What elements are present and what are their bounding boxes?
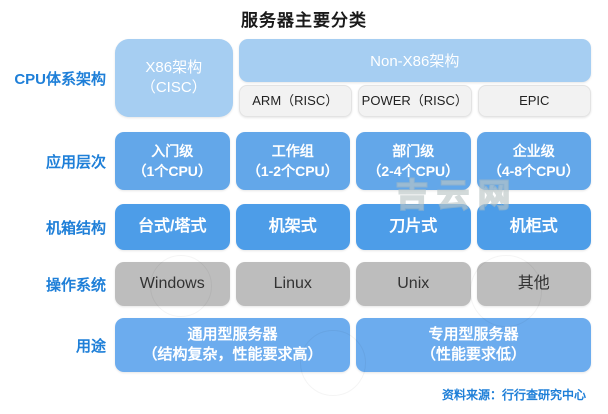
cell-x86-cisc: X86架构 （CISC）: [115, 39, 233, 117]
row-usage-cells: 通用型服务器 （结构复杂，性能要求高） 专用型服务器 （性能要求低）: [115, 318, 591, 372]
row-cpu-cells: X86架构 （CISC） Non-X86架构 ARM（RISC） POWER（R…: [115, 39, 591, 117]
cell-non-x86: Non-X86架构: [238, 39, 591, 82]
non-x86-group: Non-X86架构 ARM（RISC） POWER（RISC） EPIC: [238, 39, 591, 117]
cell-entry-level-line1: 入门级: [151, 143, 194, 159]
cell-epic: EPIC: [477, 85, 591, 117]
cell-enterprise-level-line2: （4-8个CPU）: [487, 163, 580, 179]
cell-x86-line1: X86架构: [145, 59, 203, 76]
row-chassis-cells: 台式/塔式 机架式 刀片式 机柜式: [115, 204, 591, 250]
cell-general-purpose-server: 通用型服务器 （结构复杂，性能要求高）: [115, 318, 350, 372]
cell-enterprise-level: 企业级 （4-8个CPU）: [476, 132, 591, 190]
cell-workgroup-line1: 工作组: [271, 143, 314, 159]
row-label-operating-system: 操作系统: [45, 276, 106, 294]
cell-general-purpose-line1: 通用型服务器: [187, 326, 278, 343]
cell-linux: Linux: [235, 262, 350, 306]
row-chassis-structure: 机箱结构 台式/塔式 机架式 刀片式 机柜式: [8, 204, 591, 250]
cell-dedicated-server: 专用型服务器 （性能要求低）: [356, 318, 591, 372]
cell-windows: Windows: [115, 262, 230, 306]
diagram-title: 服务器主要分类: [241, 11, 367, 30]
cell-entry-level-line2: （1个CPU）: [132, 163, 212, 179]
cell-department-level: 部门级 （2-4个CPU）: [356, 132, 471, 190]
row-application-cells: 入门级 （1个CPU） 工作组 （1-2个CPU） 部门级 （2-4个CPU） …: [115, 132, 591, 190]
cell-dedicated-line2: （性能要求低）: [420, 346, 526, 363]
cell-department-level-line2: （2-4个CPU）: [367, 163, 460, 179]
row-label-usage: 用途: [75, 337, 106, 355]
row-label-cpu-architecture: CPU体系架构: [14, 70, 106, 88]
cell-entry-level: 入门级 （1个CPU）: [115, 132, 230, 190]
cell-department-level-line1: 部门级: [392, 143, 435, 159]
non-x86-sub-cells: ARM（RISC） POWER（RISC） EPIC: [238, 85, 591, 117]
row-application-level: 应用层次 入门级 （1个CPU） 工作组 （1-2个CPU） 部门级 （2-4个…: [8, 132, 591, 190]
cell-general-purpose-line2: （结构复杂，性能要求高）: [142, 346, 323, 363]
cell-power-risc: POWER（RISC）: [358, 85, 472, 117]
cell-enterprise-level-line1: 企业级: [512, 143, 555, 159]
row-label-chassis-structure: 机箱结构: [45, 219, 106, 237]
cell-workgroup-line2: （1-2个CPU）: [246, 163, 339, 179]
cell-cabinet: 机柜式: [476, 204, 591, 250]
row-usage: 用途 通用型服务器 （结构复杂，性能要求高） 专用型服务器 （性能要求低）: [8, 318, 591, 372]
cell-tower: 台式/塔式: [115, 204, 230, 250]
cell-workgroup: 工作组 （1-2个CPU）: [235, 132, 350, 190]
cell-unix: Unix: [356, 262, 471, 306]
cell-other-os: 其他: [476, 262, 591, 306]
cell-dedicated-line1: 专用型服务器: [428, 326, 519, 343]
data-source-note: 资料来源：行行查研究中心: [441, 388, 586, 402]
cell-blade: 刀片式: [356, 204, 471, 250]
cell-rack: 机架式: [235, 204, 350, 250]
cell-x86-line2: （CISC）: [140, 79, 207, 96]
row-os-cells: Windows Linux Unix 其他: [115, 262, 591, 306]
row-operating-system: 操作系统 Windows Linux Unix 其他: [8, 262, 591, 306]
row-label-application-level: 应用层次: [45, 153, 106, 171]
cell-arm-risc: ARM（RISC）: [238, 85, 352, 117]
row-cpu-architecture: CPU体系架构 X86架构 （CISC） Non-X86架构 ARM（RISC）…: [8, 39, 591, 117]
